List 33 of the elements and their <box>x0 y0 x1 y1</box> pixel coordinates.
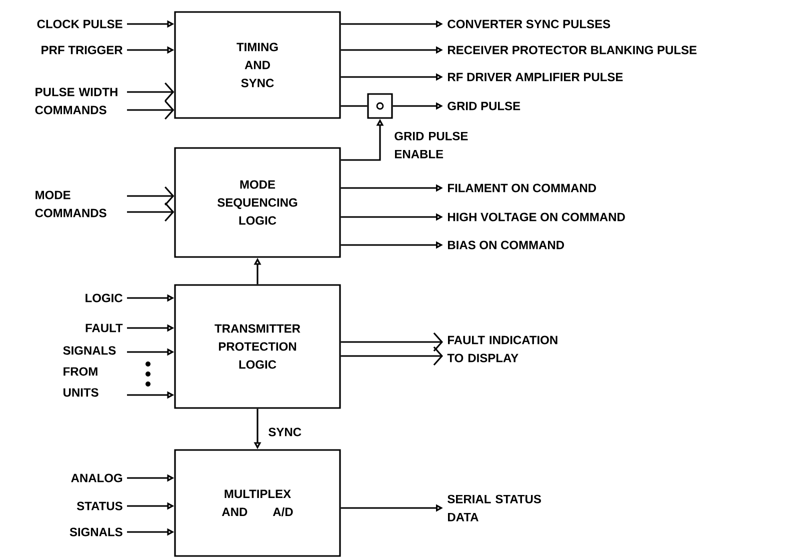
gate-box <box>367 93 393 119</box>
signal-label: HIGH VOLTAGE ON COMMAND <box>448 212 625 222</box>
signal-label: CLOCK PULSE <box>37 20 122 28</box>
bus-arrow <box>127 186 174 206</box>
signal-label: SIGNALS <box>70 528 122 536</box>
signal-label: MODE COMMANDS <box>35 190 106 218</box>
signal-label: PULSE WIDTH COMMANDS <box>35 88 118 114</box>
signal-label: GRID PULSE <box>448 102 520 110</box>
signal-label: STATUS <box>76 502 122 510</box>
signal-label: SIGNALS FROM UNITS <box>63 346 116 397</box>
signal-label: BIAS ON COMMAND <box>448 240 564 250</box>
signal-label: CONVERTER SYNC PULSES <box>448 20 610 28</box>
signal-label: PRF TRIGGER <box>42 46 123 54</box>
block-box: MODE SEQUENCING LOGIC <box>174 147 341 258</box>
edge-label: SYNC <box>268 428 302 436</box>
signal-line <box>340 105 368 107</box>
signal-label: FAULT <box>86 324 123 332</box>
signal-label: FAULT INDICATION TO DISPLAY <box>447 336 558 362</box>
block-box: TIMING AND SYNC <box>174 11 341 119</box>
block-box: TRANSMITTER PROTECTION LOGIC <box>174 284 341 409</box>
bus-arrow <box>127 82 174 102</box>
signal-label: SERIAL STATUS DATA <box>448 494 541 522</box>
bus-arrow <box>340 346 443 366</box>
signal-label: FILAMENT ON COMMAND <box>448 184 596 192</box>
signal-label: ANALOG <box>71 474 122 482</box>
bus-arrow <box>127 100 174 120</box>
edge-label: GRID PULSE ENABLE <box>394 132 468 158</box>
bus-arrow <box>340 332 443 352</box>
signal-label: RECEIVER PROTECTOR BLANKING PULSE <box>448 46 697 54</box>
bus-arrow <box>127 202 174 222</box>
signal-label: RF DRIVER AMPLIFIER PULSE <box>448 72 623 82</box>
block-box: MULTIPLEX AND A/D <box>174 449 341 557</box>
signal-label: LOGIC <box>86 294 122 302</box>
